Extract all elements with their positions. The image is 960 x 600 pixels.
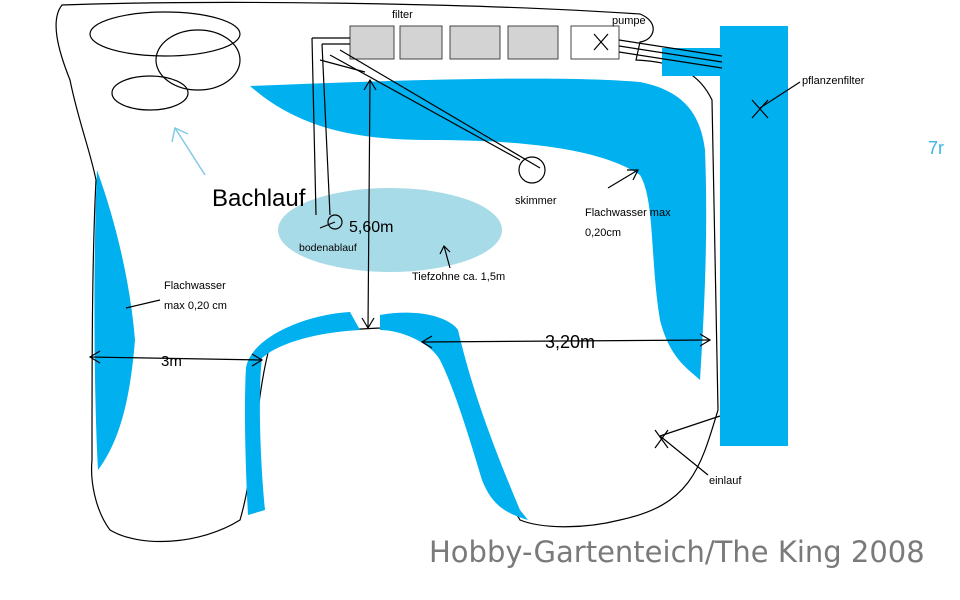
watermark: Hobby-Gartenteich/The King 2008: [429, 535, 925, 569]
label-filter: filter: [392, 9, 413, 21]
stone: [89, 11, 241, 57]
filter-chamber-2: [399, 25, 443, 60]
label-flachwasser-left-1: Flachwasser: [164, 280, 226, 292]
filter-chamber-4: [507, 25, 559, 60]
pflanzenfilter-connector: [662, 48, 722, 76]
edge-mark: 7r: [928, 138, 944, 158]
flachwasser-zone-left: [94, 170, 135, 470]
flachwasser-rim-right: [380, 312, 528, 520]
label-bodenablauf: bodenablauf: [299, 242, 357, 254]
pointer-flachwasser-right: [607, 169, 639, 189]
label-flachwasser-right-1: Flachwasser max: [585, 207, 671, 219]
label-pflanzenfilter: pflanzenfilter: [802, 75, 865, 87]
pointer-bodenablauf: [319, 221, 336, 229]
label-einlauf: einlauf: [709, 475, 742, 487]
dim-width-arrow: [420, 333, 712, 349]
filter-chamber-1: [349, 25, 395, 60]
dim-left-arrow: [88, 350, 264, 367]
pointer-tiefzone: [439, 244, 451, 269]
dim-length-arrow: [361, 78, 377, 330]
skimmer-icon: [518, 156, 546, 184]
pointer-einlauf: [654, 415, 721, 476]
pump-marker-icon: [593, 33, 609, 51]
pump-chamber: [570, 25, 620, 60]
pump-to-pflanzenfilter-pipes: [618, 39, 723, 69]
label-dim-left: 3m: [161, 353, 182, 370]
flachwasser-rim-left: [244, 312, 360, 515]
label-dim-width: 3,20m: [545, 332, 595, 352]
pointer-flachwasser-left: [125, 299, 161, 309]
filter-chamber-3: [449, 25, 501, 60]
label-skimmer: skimmer: [515, 195, 557, 207]
tiefzone: [278, 188, 502, 272]
filter-pipes: [311, 37, 541, 216]
label-flachwasser-right-2: 0,20cm: [585, 227, 621, 239]
hint-arrow-icon: [171, 126, 206, 176]
pflanzenfilter-box: [720, 26, 788, 446]
label-bachlauf: Bachlauf: [212, 185, 306, 212]
stone: [111, 75, 189, 111]
flachwasser-zone-top-right: [250, 78, 707, 380]
bodenablauf-icon: [327, 214, 343, 230]
label-pumpe: pumpe: [612, 15, 646, 27]
label-dim-length: 5,60m: [349, 219, 393, 236]
label-tiefzone: Tiefzohne ca. 1,5m: [412, 271, 505, 283]
label-flachwasser-left-2: max 0,20 cm: [164, 300, 227, 312]
stone: [155, 29, 241, 91]
pflanzenfilter-marker-icon: [751, 81, 801, 119]
